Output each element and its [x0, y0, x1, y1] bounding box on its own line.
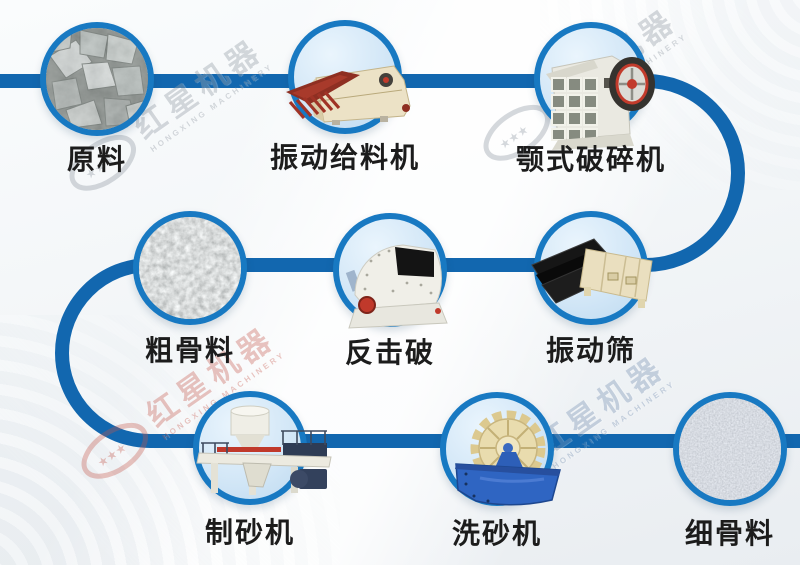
sand-washer-circle: [440, 392, 561, 506]
jaw-crusher-icon: [546, 55, 655, 150]
vibrating-screen-icon: [531, 238, 653, 308]
impact-crusher-icon: [345, 244, 448, 329]
rock-photo: [40, 22, 154, 136]
stage-label: 制砂机: [204, 517, 295, 548]
stage-label: 洗砂机: [451, 518, 542, 549]
vibrating-feeder-circle: [286, 20, 411, 134]
gravel-photo: [133, 211, 247, 325]
stage-label: 振动给料机: [269, 142, 420, 173]
stage-label: 原料: [66, 144, 127, 175]
sand-photo: [673, 392, 787, 506]
vibrating-feeder-icon: [286, 65, 411, 125]
sand-maker-icon: [196, 405, 332, 495]
sand-washer-icon: [455, 410, 561, 506]
stage-label: 细骨料: [684, 518, 775, 549]
sand-maker-circle: [193, 391, 332, 505]
stage-label: 粗骨料: [144, 335, 235, 366]
jaw-crusher-circle: [534, 22, 655, 150]
impact-crusher-circle: [333, 213, 448, 329]
stage-label: 振动筛: [545, 335, 636, 366]
stage-label: 反击破: [344, 337, 435, 368]
stage-label: 颚式破碎机: [515, 144, 666, 175]
vibrating-screen-circle: [531, 211, 653, 325]
